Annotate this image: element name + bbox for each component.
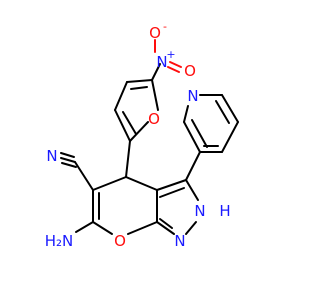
bond-c3a-c3 <box>156 179 187 191</box>
bond-c3a-c3-inner <box>159 187 185 198</box>
bond-c3-n2 <box>185 179 199 201</box>
atom-h-pyrazole: H <box>219 202 230 220</box>
bond-nnitro-oright-b <box>167 66 180 73</box>
atom-o-nitro-right: O <box>184 62 196 80</box>
atom-o-furan: O <box>148 110 160 128</box>
atom-o-nitro-top: O <box>149 24 161 42</box>
atom-n-pyrazole-h: N <box>194 202 205 220</box>
atom-o-pyran: O <box>114 232 126 250</box>
bond-furan-c4-c5-inner <box>130 86 148 90</box>
bond-cn-triple-1 <box>60 157 76 163</box>
bond-py-c3-c2-inner <box>191 119 208 148</box>
molecule-structure: O - N + O O N N N H N O H₂N <box>45 20 239 250</box>
bond-furan-c4-c5 <box>126 79 153 83</box>
atom-n-nitro: N <box>156 53 167 71</box>
bond-py-c6-c5-inner <box>215 100 230 124</box>
bond-py-c3-c2 <box>183 121 201 153</box>
bond-furan-c2-c3-inner <box>122 111 137 135</box>
bond-nnitro-oright-a <box>169 61 182 68</box>
bond-c3-pyridine <box>185 151 201 181</box>
atom-n-pyridine: N <box>187 87 198 105</box>
bond-cn-triple-2 <box>60 152 75 158</box>
charge-minus: - <box>163 20 167 33</box>
bond-furan-c4pyran <box>125 140 131 178</box>
bond-c6-nh2 <box>75 221 94 233</box>
bond-furan-o-c2 <box>129 121 149 142</box>
bond-n2-n1 <box>185 221 197 235</box>
bond-n1-c7a-inner <box>159 218 173 229</box>
atom-n-nitrile: N <box>46 147 57 165</box>
bond-cn-triple-3 <box>61 162 77 168</box>
bond-furan-c5-o <box>151 79 159 111</box>
bond-o-c7a <box>127 221 158 235</box>
bond-furan-c2-c3 <box>114 109 131 142</box>
bond-c4-c5 <box>92 176 127 191</box>
bond-c5-cnitrile <box>74 161 94 191</box>
atom-n-pyrazole: N <box>174 232 185 250</box>
bond-n1-c7a <box>156 221 175 235</box>
charge-plus: + <box>166 48 175 61</box>
bond-py-c2-n <box>183 105 189 123</box>
atom-label-layer: O - N + O O N N N H N O H₂N <box>45 20 231 250</box>
bond-layer <box>60 39 239 235</box>
bond-furan-c3-c4 <box>114 81 128 111</box>
atom-nh2-amino: H₂N <box>45 232 74 250</box>
bond-py-c5-c4 <box>221 121 239 153</box>
bond-c5furan-nnitro <box>151 63 161 81</box>
bond-c3a-c4 <box>125 176 158 191</box>
bond-py-c6-c5 <box>221 94 239 123</box>
bond-c6-o <box>92 221 113 235</box>
molecule-canvas: O - N + O O N N N H N O H₂N <box>44 20 239 250</box>
